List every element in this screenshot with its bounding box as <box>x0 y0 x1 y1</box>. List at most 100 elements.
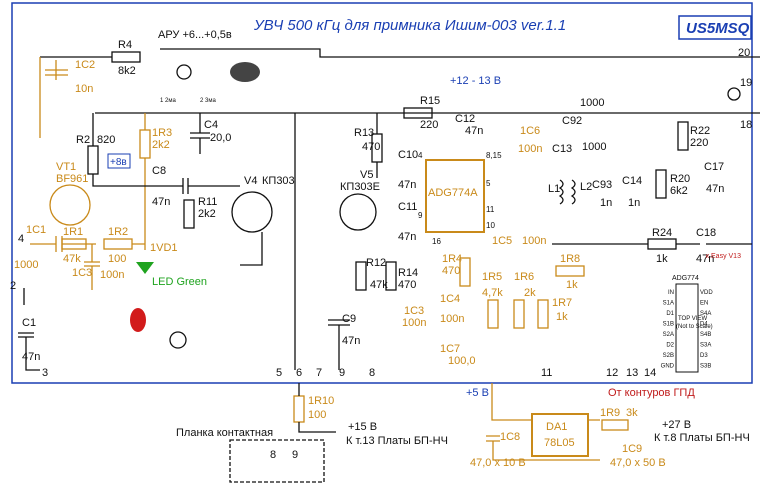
c14-value: 1n <box>628 197 640 209</box>
r5-body <box>487 299 499 329</box>
v4-part: КП303 <box>262 175 295 187</box>
transistor-pinout <box>176 64 192 80</box>
c8-body <box>140 178 240 194</box>
c7-value: 100,0 <box>448 355 476 367</box>
r3-value: 2k2 <box>152 139 170 151</box>
r4b-value: 470 <box>442 265 460 277</box>
adg774-top-view: TOP VIEW <box>678 316 707 322</box>
schematic-title: УВЧ 500 кГц для примника Ишим-003 ver.1.… <box>253 17 566 34</box>
adg-pin-10: 10 <box>486 221 495 230</box>
r1b-label: 1R2 <box>108 226 128 238</box>
pin-2: 2 <box>10 280 16 292</box>
adg774-pin-label: S3B <box>700 364 711 370</box>
c6-value: 100n <box>518 143 542 155</box>
r1a-body <box>61 238 87 250</box>
c3a-label: 1C3 <box>72 267 92 279</box>
c10-value: 47n <box>398 179 416 191</box>
r9-value: 3k <box>626 407 638 419</box>
c8b-label: 1C8 <box>500 431 520 443</box>
pin-18: 18 <box>740 119 752 131</box>
c13-label: C13 <box>552 143 572 155</box>
r20-label: R20 <box>670 173 690 185</box>
c92-label: C92 <box>562 115 582 127</box>
vt1-voltage: +8в <box>110 157 127 168</box>
author-box <box>678 15 752 40</box>
pin-19-jack <box>727 87 741 101</box>
c3a-body <box>84 244 100 290</box>
c9b-label: 1C9 <box>622 443 642 455</box>
r22-label: R22 <box>690 125 710 137</box>
r20-body <box>655 169 667 199</box>
supply-27v: +27 В <box>662 419 691 431</box>
r13-label: R13 <box>354 127 374 139</box>
c11-label: C11 <box>398 201 417 213</box>
c8b-value: 47,0 х 10 В <box>470 457 526 469</box>
led-photo <box>130 308 146 332</box>
r4b-label: 1R4 <box>442 253 462 265</box>
r8-label: 1R8 <box>560 253 580 265</box>
r1a-value: 47k <box>63 253 81 265</box>
r15-body <box>403 107 433 119</box>
c2-label: 1C2 <box>75 59 95 71</box>
r11-value: 2k2 <box>198 208 216 220</box>
pin-9: 9 <box>339 367 345 379</box>
c9-label: C9 <box>342 313 356 325</box>
agc-label: АРУ +6...+0,5в <box>158 29 232 41</box>
vt1-part: BF961 <box>56 173 88 185</box>
author-tag: US5MSQ <box>686 20 750 37</box>
adg774-pin-label: S1B <box>663 322 674 328</box>
r6-value: 2k <box>524 287 536 299</box>
c3b-value: 100n <box>402 317 426 329</box>
r20-value: 6k2 <box>670 185 688 197</box>
agc-line <box>160 48 760 58</box>
c-1000-value: 1000 <box>580 97 604 109</box>
c2-value: 10n <box>75 83 93 95</box>
c1a-value: 1000 <box>14 259 38 271</box>
da1-label: DA1 <box>546 421 567 433</box>
r7-body <box>537 299 549 329</box>
adg-pin-4: 4 <box>418 151 423 160</box>
c1-value: 47n <box>22 351 40 363</box>
pin-5: 5 <box>276 367 282 379</box>
supply-12v: +12 - 13 В <box>450 75 501 87</box>
da1-part: 78L05 <box>544 437 575 449</box>
pin-20: 20 <box>738 47 750 59</box>
r1b-body <box>103 238 133 250</box>
l1-l2-coil <box>558 179 576 205</box>
pinout-note-2: 2 3ма <box>200 98 216 104</box>
r8-body <box>555 265 585 277</box>
r7-value: 1k <box>556 311 568 323</box>
board-outline <box>11 2 753 384</box>
da1-chip <box>531 413 589 457</box>
pin-4: 4 <box>18 233 24 245</box>
r15-label: R15 <box>420 95 440 107</box>
pin-12: 12 <box>606 367 618 379</box>
c17-label: C17 <box>704 161 724 173</box>
adg774-pin-label: IN <box>668 290 674 296</box>
r10-label: 1R10 <box>308 395 334 407</box>
r4b-body <box>459 257 471 287</box>
c8-label: C8 <box>152 165 166 177</box>
c9-value: 47n <box>342 335 360 347</box>
transistor-photo <box>230 62 260 82</box>
adg774-pin-label: VDD <box>700 290 713 296</box>
c4-body <box>190 113 210 154</box>
pinout-note-1: 1 2ма <box>160 98 176 104</box>
r3-label: 1R3 <box>152 127 172 139</box>
c1-body <box>18 332 40 371</box>
c7-label: 1C7 <box>440 343 460 355</box>
pin-19: 19 <box>740 77 752 89</box>
r10-wire <box>298 383 336 433</box>
easy-label: к Easy V13 <box>706 253 741 260</box>
c2-body <box>45 69 68 76</box>
supply-15v: +15 В <box>348 421 377 433</box>
r10-body <box>293 395 305 423</box>
c9b-value: 47,0 х 50 В <box>610 457 666 469</box>
r14-label: R14 <box>398 267 418 279</box>
c4b-label: 1C4 <box>440 293 460 305</box>
plate-pin-8: 8 <box>270 449 276 461</box>
r15-value: 220 <box>420 119 438 131</box>
